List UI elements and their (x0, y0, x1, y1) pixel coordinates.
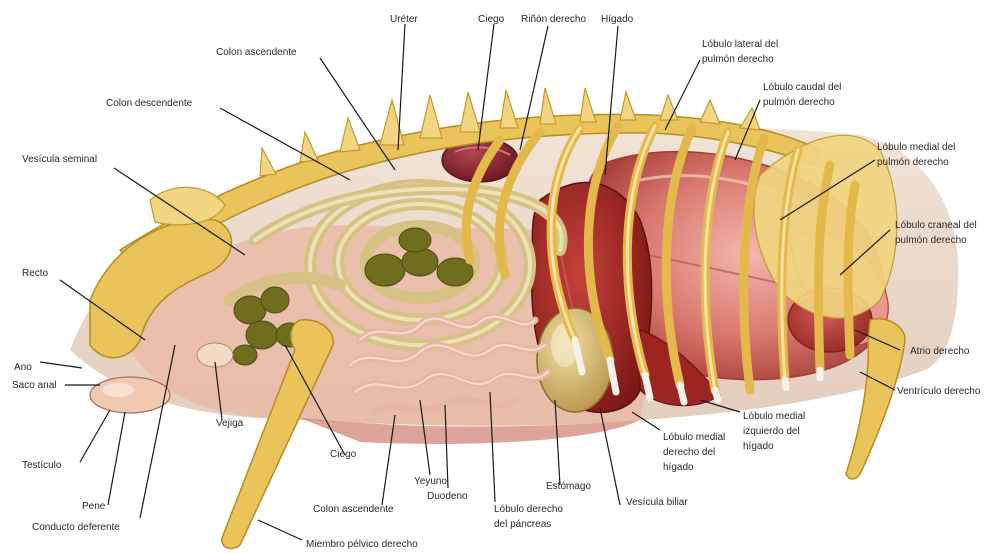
label-higado: Hígado (601, 14, 634, 25)
label-ventriculo-derecho: Ventrículo derecho (897, 386, 981, 397)
label-vesicula-biliar: Vesícula biliar (626, 497, 688, 508)
label-lobulo-caudal-line2: pulmón derecho (763, 97, 835, 108)
label-colon-ascendente-top: Colon ascendente (216, 47, 297, 58)
label-conducto-deferente: Conducto deferente (32, 522, 120, 533)
label-vejiga: Vejiga (216, 418, 244, 429)
label-rinon-derecho: Riñón derecho (521, 14, 586, 25)
label-vesicula-seminal: Vesícula seminal (22, 154, 97, 165)
label-lobulo-medial-pulmon-line1: Lóbulo medial del (877, 142, 955, 153)
label-duodeno: Duodeno (427, 491, 468, 502)
label-lobulo-craneal-line1: Lóbulo craneal del (895, 220, 977, 231)
label-lobulo-medial-izq-line2: izquierdo del (743, 426, 800, 437)
label-ciego-bottom: Ciego (330, 449, 357, 460)
label-saco-anal: Saco anal (12, 380, 56, 391)
label-lobulo-lateral-line1: Lóbulo lateral del (702, 39, 778, 50)
label-lobulo-caudal-line1: Lóbulo caudal del (763, 82, 841, 93)
label-atrio-derecho: Atrio derecho (910, 346, 970, 357)
label-yeyuno: Yeyuno (414, 476, 447, 487)
label-miembro-pelvico: Miembro pélvico derecho (306, 539, 418, 550)
label-estomago: Estómago (546, 481, 591, 492)
label-lobulo-pancreas-line2: del páncreas (494, 519, 551, 530)
label-lobulo-lateral-line2: pulmón derecho (702, 54, 774, 65)
label-lobulo-pancreas-line1: Lóbulo derecho (494, 504, 563, 515)
label-colon-ascendente-bottom: Colon ascendente (313, 504, 394, 515)
label-lobulo-medial-pulmon-line2: pulmón derecho (877, 157, 949, 168)
label-lobulo-medial-izq-line3: hígado (743, 441, 774, 452)
label-ureter: Uréter (390, 14, 418, 25)
label-lobulo-medial-izq-line1: Lóbulo medial (743, 411, 805, 422)
label-recto: Recto (22, 268, 49, 279)
label-lobulo-medial-der-line3: hígado (663, 462, 694, 473)
label-testiculo: Testículo (22, 460, 62, 471)
label-ciego-top: Ciego (478, 14, 505, 25)
label-colon-descendente: Colon descendente (106, 98, 193, 109)
label-ano: Ano (14, 362, 32, 373)
label-lobulo-craneal-line2: pulmón derecho (895, 235, 967, 246)
label-lobulo-medial-der-line2: derecho del (663, 447, 715, 458)
testicle (90, 377, 170, 413)
label-pene: Pene (82, 501, 106, 512)
label-lobulo-medial-der-line1: Lóbulo medial (663, 432, 725, 443)
